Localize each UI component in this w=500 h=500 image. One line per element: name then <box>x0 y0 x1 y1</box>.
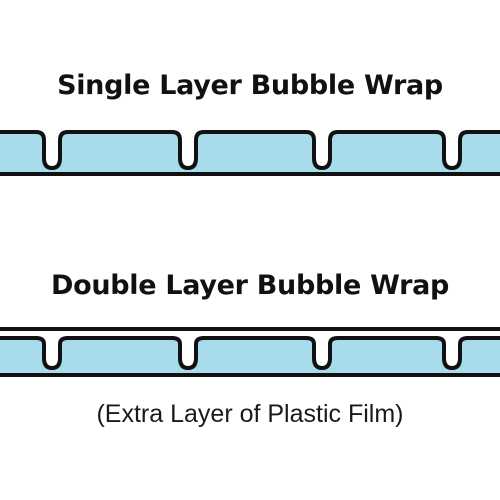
double-layer-title: Double Layer Bubble Wrap <box>50 270 450 301</box>
double-layer-bubble-wrap-diagram <box>0 327 500 377</box>
double-bubble-film-line <box>0 336 500 370</box>
single-layer-title: Single Layer Bubble Wrap <box>57 70 443 101</box>
extra-layer-note: (Extra Layer of Plastic Film) <box>96 400 404 428</box>
single-layer-bubble-wrap-diagram <box>0 118 500 176</box>
single-bubble-fill <box>0 133 500 173</box>
single-bubble-film-line <box>0 130 500 170</box>
double-bubble-gap-mask <box>0 331 500 368</box>
